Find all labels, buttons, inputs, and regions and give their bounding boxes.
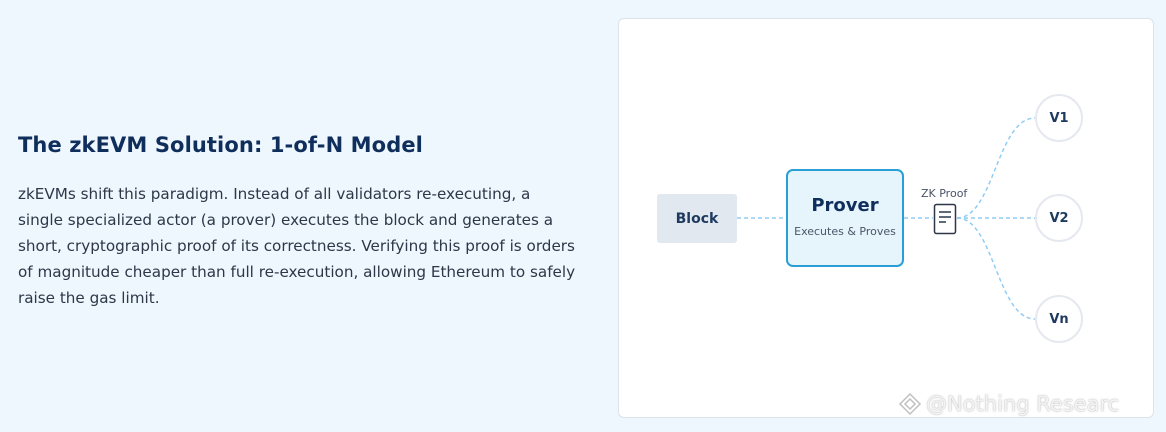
validator-v2: V2 (1035, 194, 1083, 242)
watermark: @Nothing Researc (898, 392, 1119, 416)
section-heading: The zkEVM Solution: 1-of-N Model (18, 133, 423, 157)
zk-proof-label: ZK Proof (921, 187, 968, 200)
prover-title: Prover (811, 195, 879, 216)
text-section: The zkEVM Solution: 1-of-N Model zkEVMs … (18, 133, 578, 311)
block-node: Block (657, 194, 737, 243)
prover-subtitle: Executes & Proves (794, 225, 896, 238)
validator-vn: Vn (1035, 295, 1083, 343)
proof-to-vn-connector (956, 217, 1036, 320)
proof-to-v1-connector (956, 117, 1036, 219)
diagram-card: Block Prover Executes & Proves ZK Proof … (618, 18, 1154, 418)
validator-v1: V1 (1035, 94, 1083, 142)
diamond-logo-icon (898, 392, 922, 416)
document-icon (933, 203, 957, 235)
section-body: zkEVMs shift this paradigm. Instead of a… (18, 185, 576, 307)
diagram-connectors (737, 117, 1036, 320)
watermark-text: @Nothing Researc (926, 392, 1120, 416)
prover-node: Prover Executes & Proves (786, 169, 904, 267)
